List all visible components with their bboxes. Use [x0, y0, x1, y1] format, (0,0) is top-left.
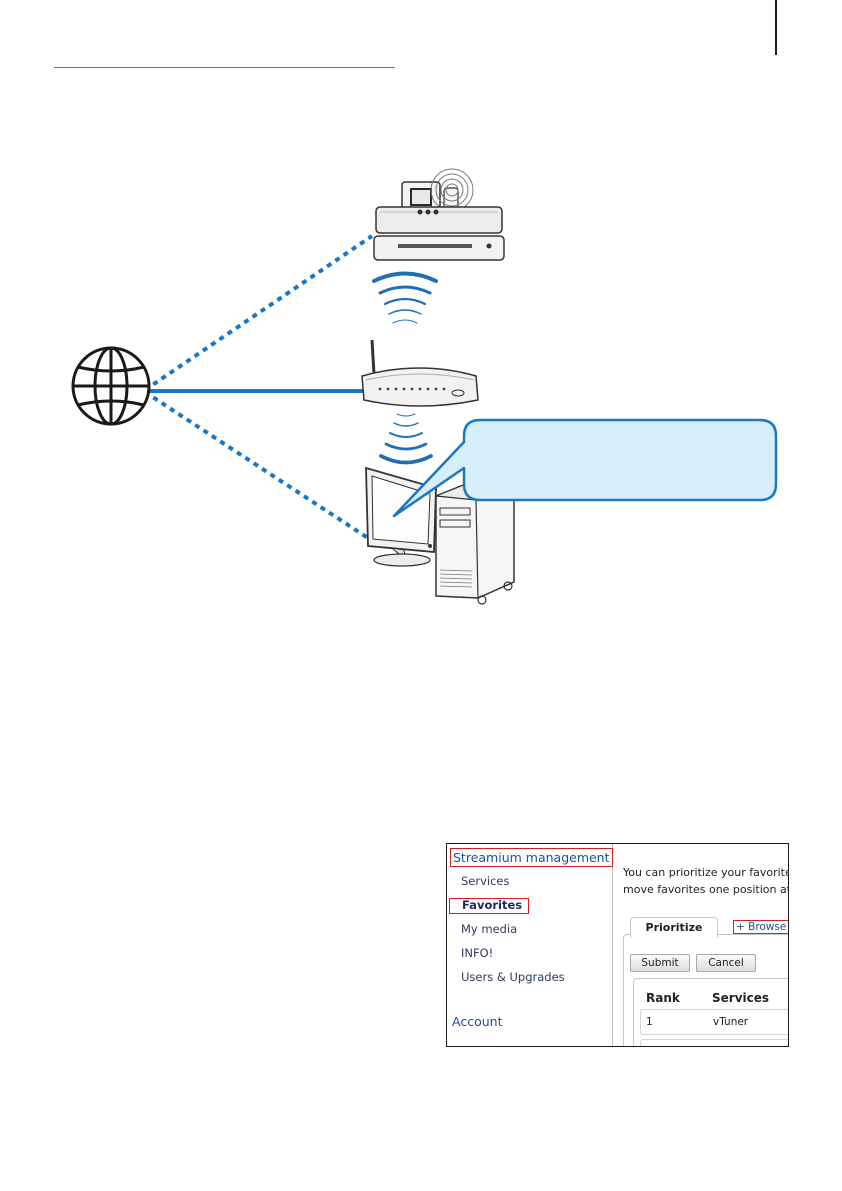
favorites-table: Rank Services 1 vTuner — [633, 978, 788, 1046]
wifi-waves-upper — [372, 271, 438, 324]
globe-icon — [71, 346, 151, 426]
table-header-services: Services — [712, 991, 770, 1005]
header-rule — [54, 67, 395, 68]
table-row[interactable]: 1 vTuner — [640, 1009, 788, 1035]
intro-line-2: move favorites one position at — [623, 883, 789, 896]
table-row-empty — [640, 1039, 788, 1046]
streamium-screenshot: Streamium management Services Favorites … — [446, 843, 789, 1047]
dotted-link-to-computer — [143, 390, 370, 540]
callout-bubble — [392, 418, 778, 518]
streaming-device-icon — [373, 168, 505, 261]
intro-text: You can prioritize your favorite move fa… — [623, 864, 789, 898]
submit-button[interactable]: Submit — [630, 954, 690, 972]
wireless-router-icon — [361, 339, 479, 407]
sidebar-item-account[interactable]: Account — [452, 1014, 503, 1029]
table-cell-rank: 1 — [646, 1016, 653, 1028]
main-panel: You can prioritize your favorite move fa… — [613, 844, 788, 1046]
sidebar-item-my-media[interactable]: My media — [461, 922, 518, 936]
tab-prioritize[interactable]: Prioritize — [630, 917, 718, 938]
sidebar: Streamium management Services Favorites … — [447, 844, 613, 1046]
network-diagram — [71, 168, 778, 605]
sidebar-item-services[interactable]: Services — [461, 874, 510, 888]
tab-browse[interactable]: + Browse — [733, 920, 788, 934]
intro-line-1: You can prioritize your favorite — [623, 866, 789, 879]
sidebar-item-favorites-label: Favorites — [462, 898, 523, 912]
table-header-rank: Rank — [646, 991, 680, 1005]
corner-mark — [775, 0, 777, 55]
sidebar-item-users-upgrades[interactable]: Users & Upgrades — [461, 970, 565, 984]
table-cell-service: vTuner — [713, 1016, 749, 1028]
sidebar-item-favorites[interactable]: Favorites — [449, 898, 529, 914]
wifi-waves-lower — [379, 413, 433, 465]
sidebar-item-info[interactable]: INFO! — [461, 946, 494, 960]
dotted-link-to-device — [143, 234, 374, 392]
cancel-button[interactable]: Cancel — [696, 954, 756, 972]
sidebar-title-streamium-management[interactable]: Streamium management — [450, 848, 613, 867]
